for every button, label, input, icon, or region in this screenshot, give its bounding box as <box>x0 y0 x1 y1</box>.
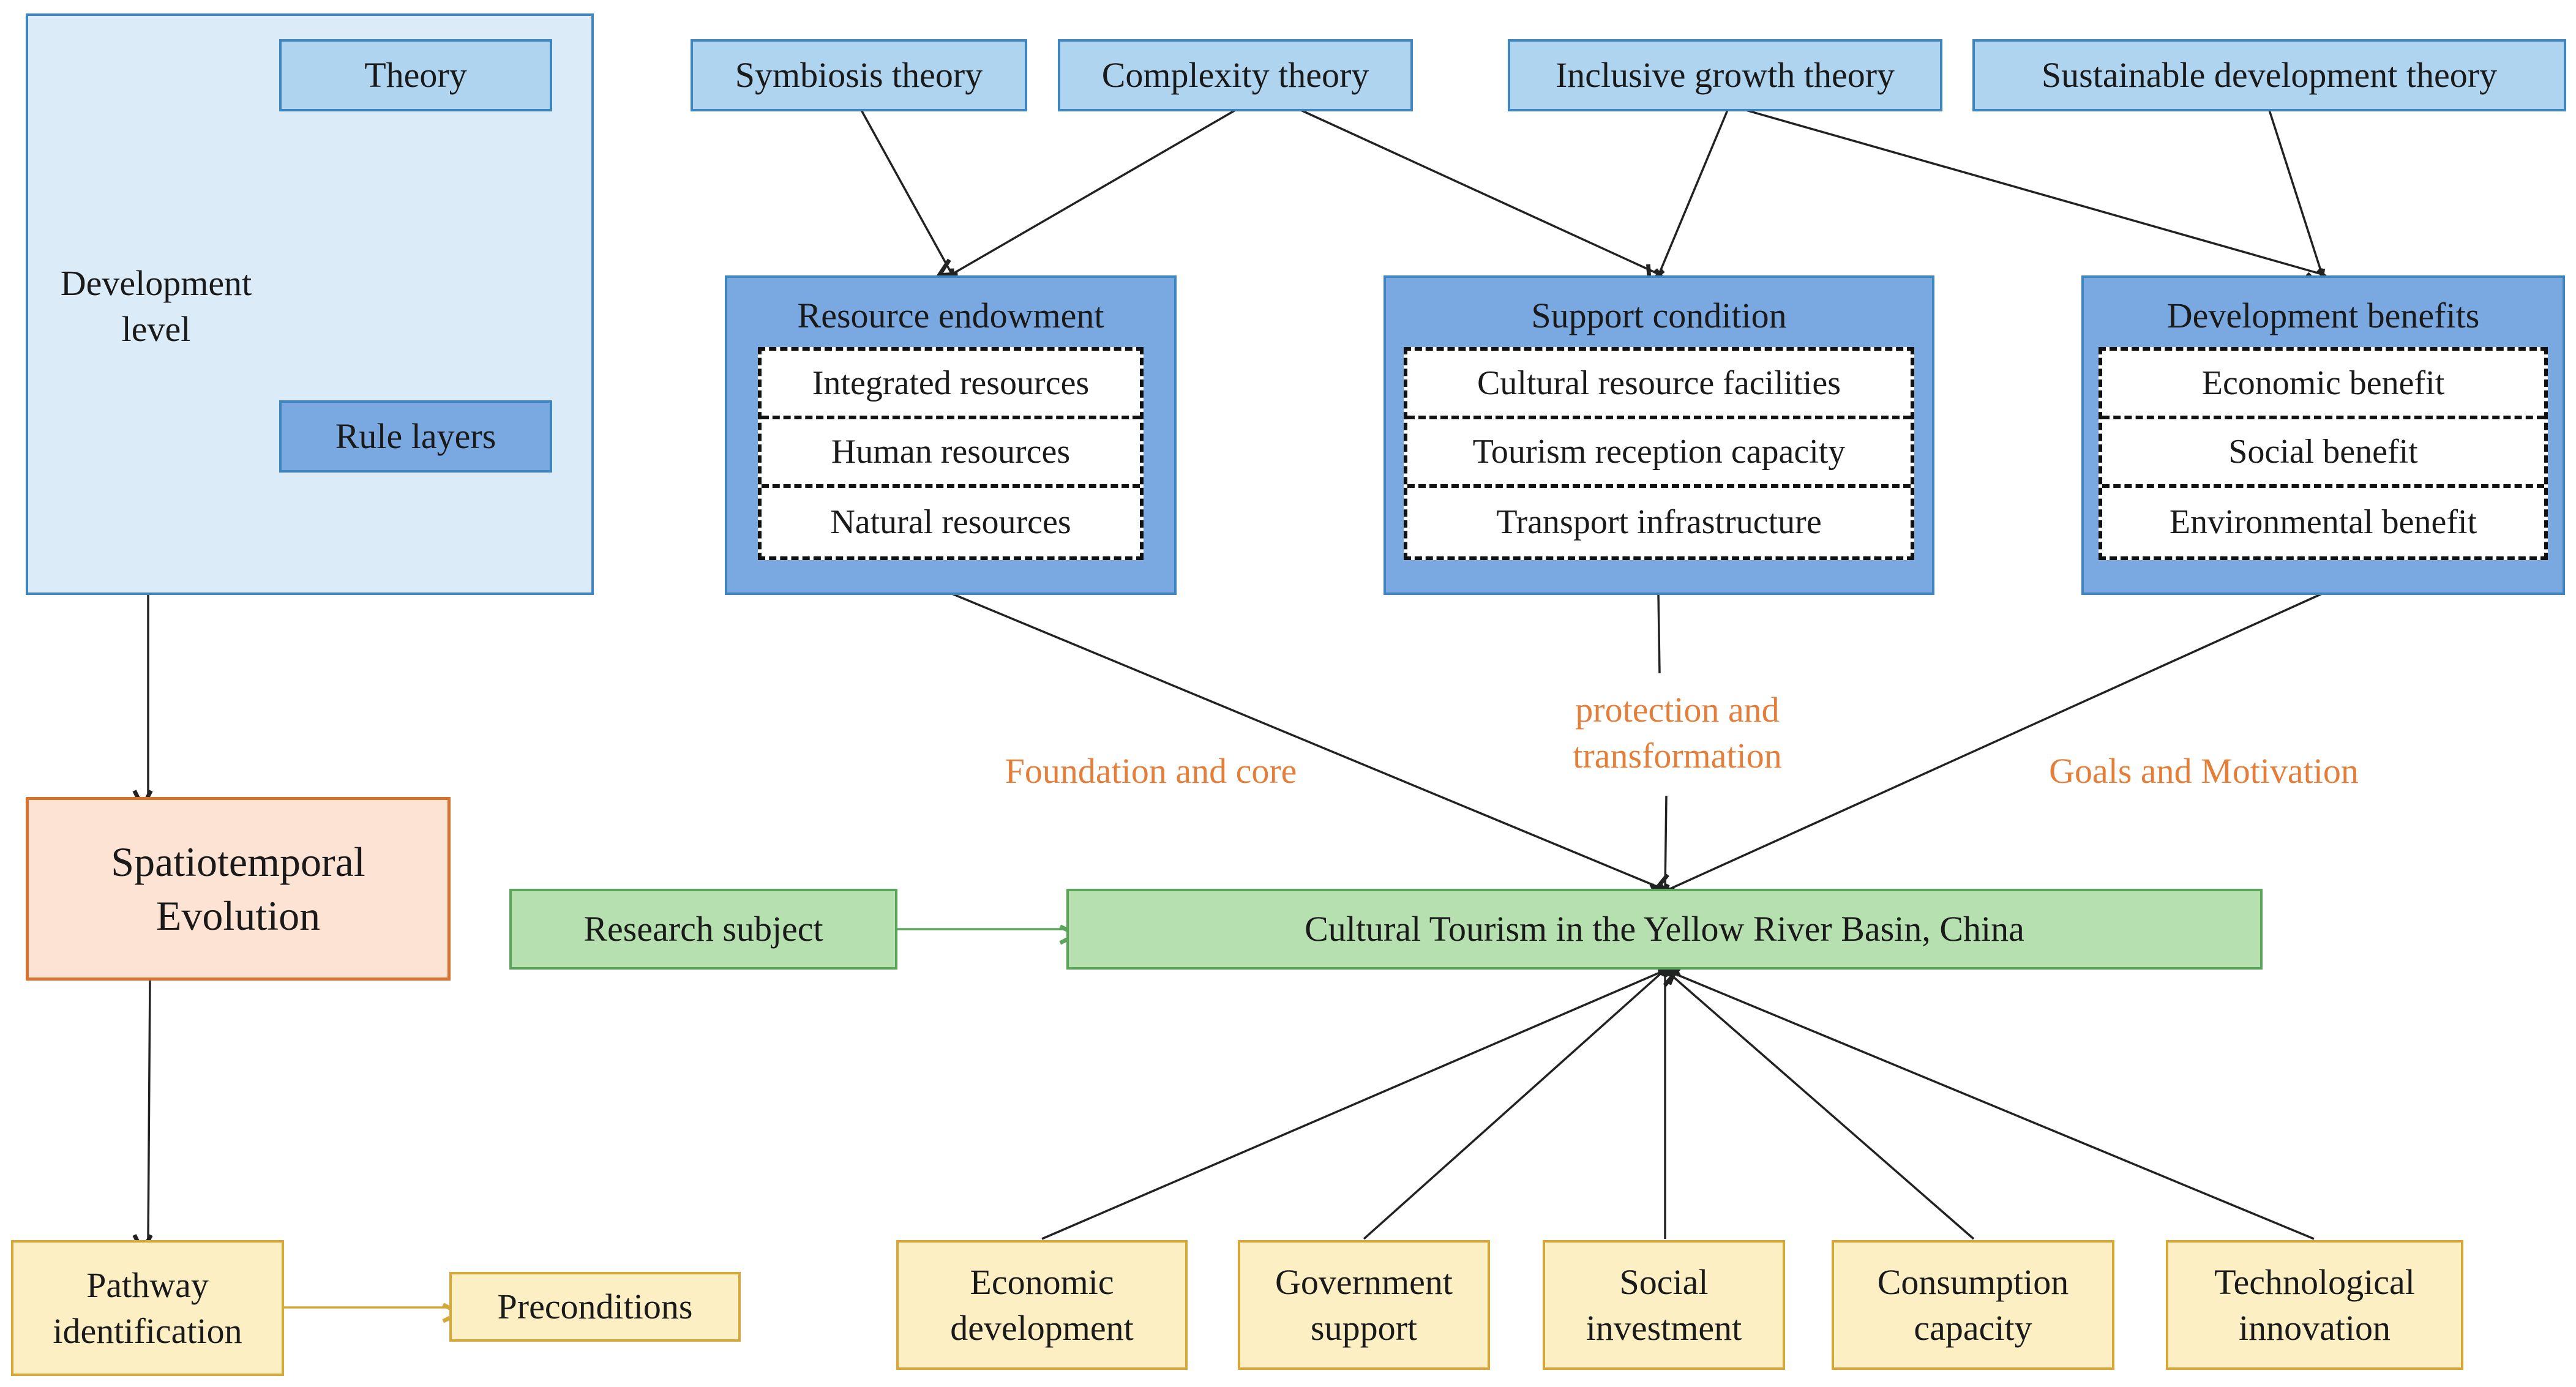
pathway-identification-box: Pathway identification <box>11 1240 284 1376</box>
research-subject-box: Research subject <box>509 889 897 970</box>
factor-social-investment: Social investment <box>1543 1240 1785 1370</box>
rule-layers-box: Rule layers <box>279 400 552 473</box>
sub-items: Economic benefit Social benefit Environm… <box>2099 347 2548 561</box>
edge-label-foundation: Foundation and core <box>1005 751 1297 791</box>
edge-label-protection: protection and transformation <box>1573 690 1782 776</box>
sub-item: Human resources <box>762 419 1140 488</box>
sub-item: Integrated resources <box>762 351 1140 420</box>
center-cultural-tourism-box: Cultural Tourism in the Yellow River Bas… <box>1066 889 2263 970</box>
sub-items: Cultural resource facilities Tourism rec… <box>1404 347 1914 561</box>
group-resource-endowment: Resource endowment Integrated resources … <box>725 275 1177 595</box>
group-title: Support condition <box>1531 296 1787 335</box>
factor-consumption-capacity: Consumption capacity <box>1832 1240 2114 1370</box>
group-title: Resource endowment <box>797 296 1104 335</box>
sub-item: Economic benefit <box>2102 351 2544 420</box>
factor-economic-development: Economic development <box>896 1240 1188 1370</box>
group-title: Development benefits <box>2166 296 2480 335</box>
theory-symbiosis: Symbiosis theory <box>691 39 1027 111</box>
theory-sustainable-development: Sustainable development theory <box>1972 39 2566 111</box>
sub-item: Natural resources <box>830 503 1071 541</box>
factor-technological-innovation: Technological innovation <box>2166 1240 2463 1370</box>
theory-complexity: Complexity theory <box>1058 39 1413 111</box>
group-support-condition: Support condition Cultural resource faci… <box>1383 275 1934 595</box>
sub-item: Tourism reception capacity <box>1407 419 1911 488</box>
theory-box: Theory <box>279 39 552 111</box>
edge-label-goals: Goals and Motivation <box>2049 751 2359 791</box>
sub-item: Environmental benefit <box>2169 503 2477 541</box>
spatiotemporal-evolution-box: Spatiotemporal Evolution <box>26 797 451 981</box>
sub-item: Transport infrastructure <box>1496 503 1822 541</box>
factor-government-support: Government support <box>1238 1240 1490 1370</box>
development-level-label: Development level <box>60 263 252 350</box>
group-development-benefits: Development benefits Economic benefit So… <box>2081 275 2565 595</box>
sub-items: Integrated resources Human resources Nat… <box>758 347 1144 561</box>
sub-item: Cultural resource facilities <box>1407 351 1911 420</box>
theory-inclusive-growth: Inclusive growth theory <box>1508 39 1942 111</box>
preconditions-box: Preconditions <box>449 1272 741 1342</box>
sub-item: Social benefit <box>2102 419 2544 488</box>
